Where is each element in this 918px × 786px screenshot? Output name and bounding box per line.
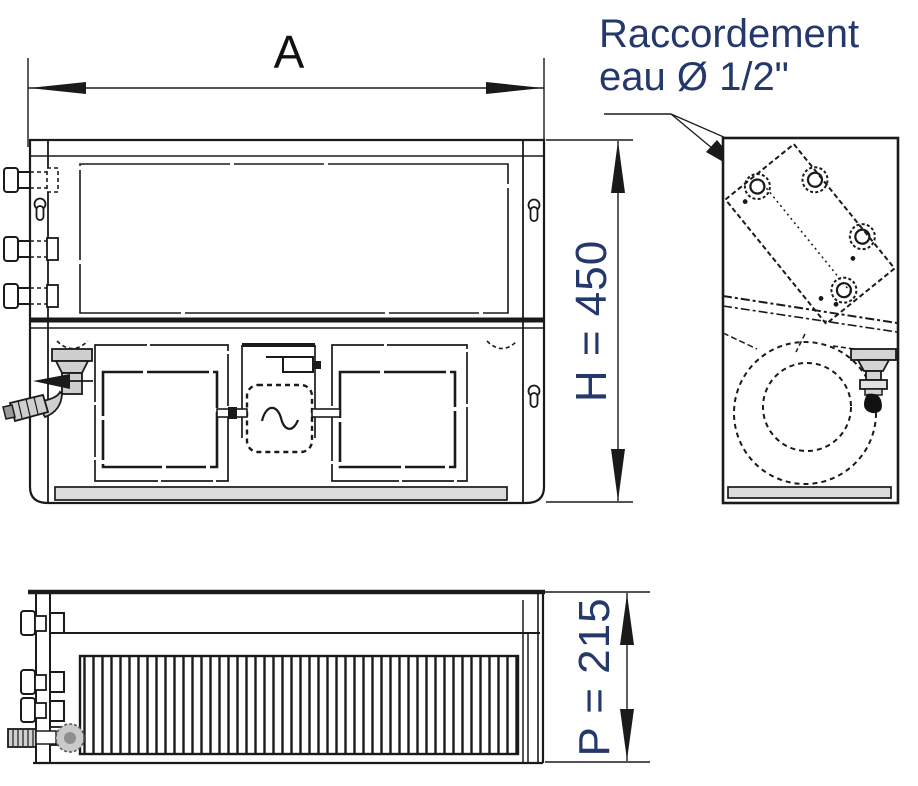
dimension-h: H = 450: [546, 139, 633, 503]
shaft-coupling: [228, 407, 237, 419]
dimension-a-label: A: [274, 26, 305, 78]
drain-flow-arrow-icon: [33, 374, 70, 389]
dim-arrow-up-icon: [611, 141, 625, 193]
dim-arrow-right-icon: [486, 82, 543, 94]
fan-inlet-right: [338, 370, 457, 469]
dim-arrow-down-icon: [620, 709, 634, 760]
dimension-h-label: H = 450: [567, 240, 616, 402]
tray-line: [722, 295, 898, 324]
drain-elbow: [2, 348, 93, 423]
water-connection-fitting: [801, 166, 829, 194]
connection-label-line1: Raccordement: [599, 12, 859, 56]
terminal-block: [282, 356, 314, 373]
water-coil: [724, 142, 896, 326]
dimension-a: A: [27, 26, 545, 147]
plan-pipe-stub: [20, 669, 65, 695]
water-connection-fitting: [743, 173, 771, 201]
keyhole-slot-right-top: [527, 198, 541, 222]
pipe-stub-middle: [3, 236, 59, 262]
keyhole-slot-left: [33, 197, 47, 221]
plan-pump-circle: [55, 723, 85, 753]
drain-trap: [850, 348, 897, 414]
motor-body: [245, 383, 314, 454]
coil-fitting: [848, 223, 876, 251]
plan-pipe-stub: [20, 697, 65, 723]
terminal-stud: [313, 361, 321, 369]
heat-exchanger-panel: [79, 163, 509, 314]
dim-arrow-up-icon: [620, 594, 634, 645]
plan-view: [7, 589, 545, 765]
dim-arrow-left-icon: [29, 82, 86, 94]
side-base-bar: [727, 486, 892, 499]
mount-clip-right: [486, 340, 518, 350]
fan-inlet-left: [101, 370, 219, 469]
front-view: [2, 138, 546, 505]
dimension-p: P = 215: [545, 591, 650, 763]
dimension-p-label: P = 215: [570, 597, 619, 756]
grille-hatch: [78, 654, 520, 756]
tray-drop: [795, 333, 806, 353]
dim-arrow-down-icon: [611, 449, 625, 501]
coil-fitting: [830, 276, 858, 304]
front-base-bar: [54, 486, 508, 501]
pipe-stub-bottom: [3, 283, 59, 309]
side-view: [721, 136, 900, 505]
drain-outlet: [863, 393, 882, 414]
connection-label-line2: eau Ø 1/2": [599, 55, 789, 99]
plan-pipe-stub: [20, 610, 65, 636]
sine-wave-icon: [260, 406, 300, 430]
keyhole-slot-right-bottom: [527, 384, 541, 408]
motor-shaft-right: [311, 408, 341, 418]
pipe-stub-top: [3, 167, 59, 193]
tray-line: [722, 305, 898, 333]
